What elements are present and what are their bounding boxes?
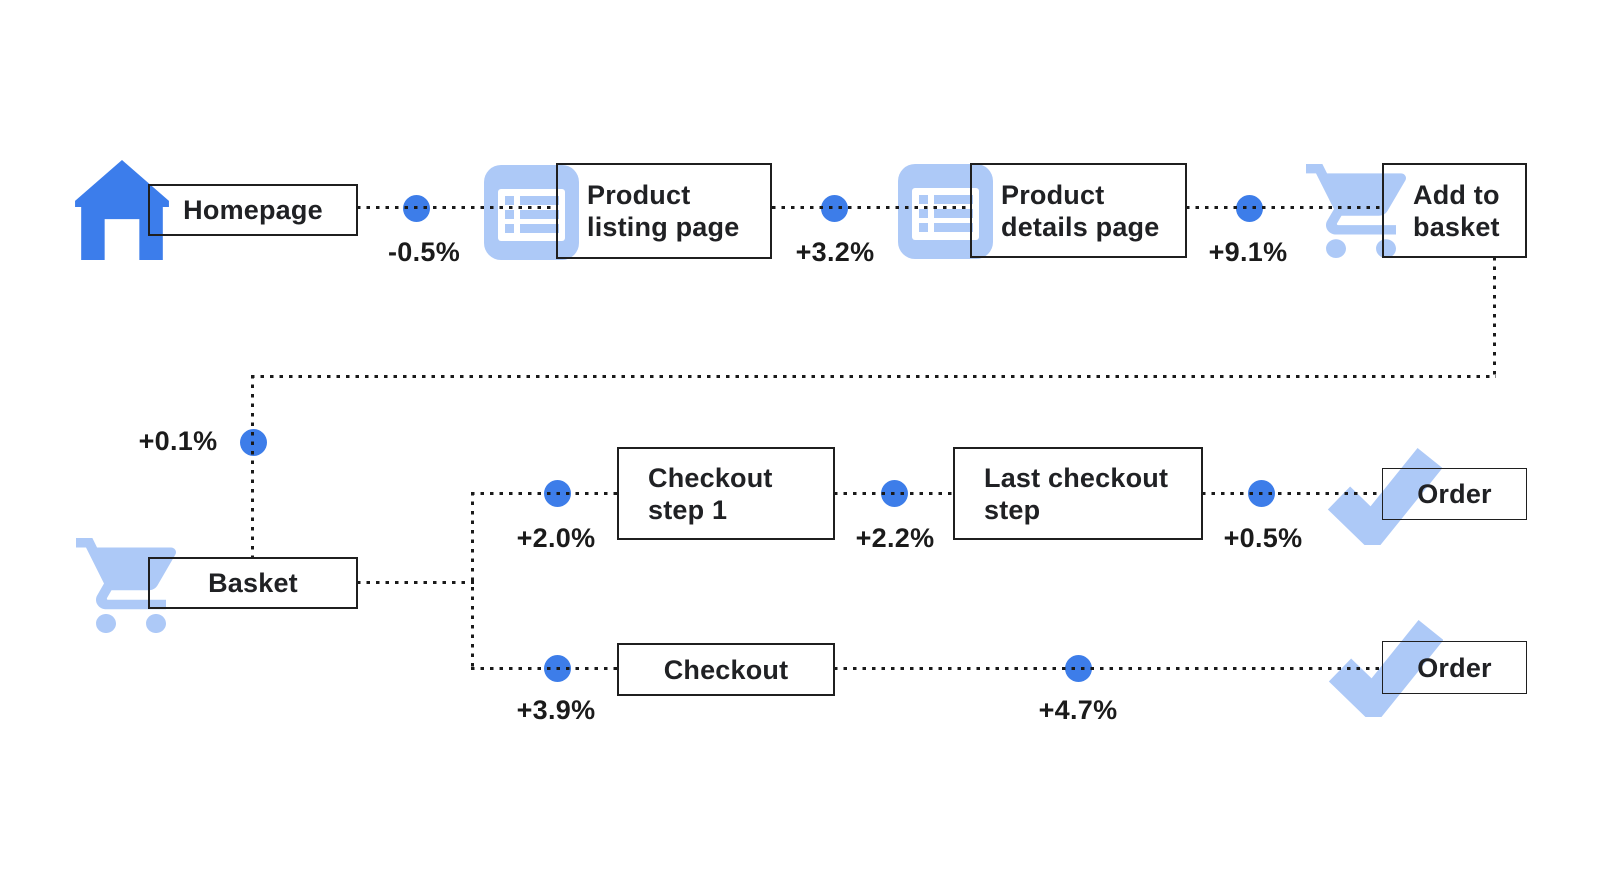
- node-label: Basket: [208, 568, 298, 598]
- connector-wrap-down-to-basket: [251, 375, 254, 558]
- node-label: Checkout: [663, 654, 789, 685]
- checkmark-icon: [1327, 447, 1442, 545]
- connector-add-down: [1493, 257, 1496, 378]
- delta-label-checkout1-to-last: +2.2%: [855, 523, 935, 553]
- node-order-bottom: Order: [1382, 641, 1527, 694]
- delta-label-basket-to-checkout: +3.9%: [516, 695, 596, 725]
- connector-checkout1-to-last: [834, 492, 954, 495]
- shopping-cart-icon: [76, 538, 176, 633]
- node-add-to-basket: Add to basket: [1382, 163, 1527, 258]
- node-order-top: Order: [1382, 468, 1527, 520]
- delta-label-basket-to-checkout1: +2.0%: [516, 523, 596, 553]
- node-label: Last checkout: [984, 462, 1169, 493]
- checkmark-icon: [1328, 619, 1443, 717]
- node-label: basket: [1413, 211, 1500, 242]
- node-product-listing-page: Product listing page: [556, 163, 772, 259]
- delta-label-details-to-add: +9.1%: [1208, 237, 1288, 267]
- node-label: Product: [587, 180, 691, 210]
- connector-listing-to-details: [772, 206, 970, 209]
- connector-last-to-order: [1202, 492, 1383, 495]
- node-label: details page: [1001, 211, 1160, 242]
- node-checkout: Checkout: [617, 643, 835, 696]
- home-icon: [75, 160, 169, 260]
- delta-label-listing-to-details: +3.2%: [795, 237, 875, 267]
- connector-homepage-to-listing: [357, 206, 557, 209]
- node-product-details-page: Product details page: [970, 163, 1187, 258]
- connector-split-to-checkout: [471, 667, 618, 670]
- node-last-checkout-step: Last checkout step: [953, 447, 1203, 540]
- node-label: Order: [1417, 652, 1492, 683]
- connector-basket-to-split: [357, 581, 474, 584]
- connector-details-to-add: [1186, 206, 1383, 209]
- node-label: step 1: [648, 494, 728, 525]
- delta-label-last-to-order: +0.5%: [1223, 523, 1303, 553]
- delta-label-homepage-to-listing: -0.5%: [387, 237, 461, 267]
- node-basket: Basket: [148, 557, 358, 609]
- delta-label-add-to-basket: +0.1%: [138, 426, 218, 456]
- connector-checkout-to-order: [834, 667, 1383, 670]
- connector-wrap-horizontal: [251, 375, 1496, 378]
- node-label: Homepage: [183, 195, 323, 225]
- delta-label-checkout-to-order: +4.7%: [1038, 695, 1118, 725]
- node-label: Checkout: [648, 462, 773, 493]
- node-label: listing page: [587, 212, 740, 242]
- node-homepage: Homepage: [148, 184, 358, 236]
- shopping-cart-icon: [1306, 164, 1406, 258]
- node-label: Add to: [1413, 179, 1500, 210]
- connector-split-vertical: [471, 492, 474, 671]
- node-label: Product: [1001, 179, 1105, 210]
- node-label: Order: [1417, 479, 1492, 509]
- connector-split-to-checkout1: [471, 492, 618, 495]
- list-page-icon: [898, 164, 993, 259]
- node-label: step: [984, 494, 1041, 525]
- list-page-icon: [484, 165, 579, 260]
- node-checkout-step-1: Checkout step 1: [617, 447, 835, 540]
